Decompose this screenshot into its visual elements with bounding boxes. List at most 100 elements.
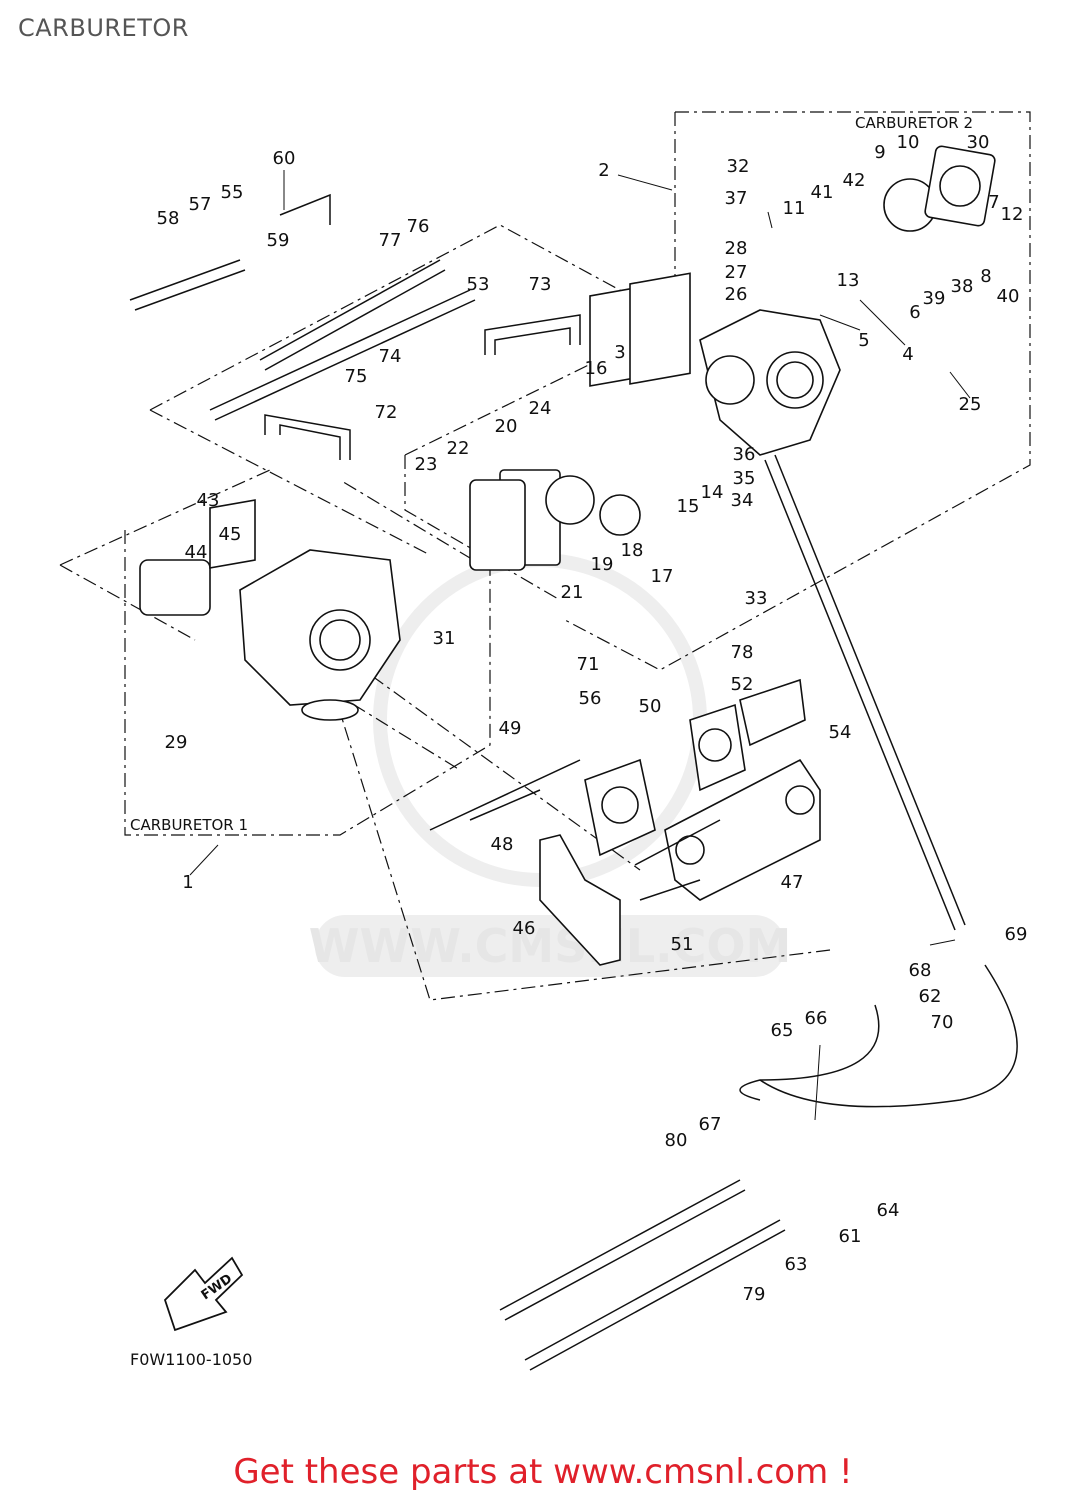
carburetor-2-box	[564, 111, 1031, 671]
callout-6: 6	[909, 302, 920, 323]
callout-80: 80	[665, 1130, 688, 1151]
callout-15: 15	[677, 496, 700, 517]
callout-42: 42	[843, 170, 866, 191]
callout-47: 47	[781, 872, 804, 893]
callout-21: 21	[561, 582, 584, 603]
callout-33: 33	[745, 588, 768, 609]
page-title: CARBURETOR	[18, 14, 189, 42]
callout-23: 23	[415, 454, 438, 475]
callout-44: 44	[185, 542, 208, 563]
callout-55: 55	[221, 182, 244, 203]
callout-38: 38	[951, 276, 974, 297]
callout-53: 53	[467, 274, 490, 295]
callout-61: 61	[839, 1226, 862, 1247]
callout-50: 50	[639, 696, 662, 717]
callout-24: 24	[529, 398, 552, 419]
hose-76	[259, 259, 441, 361]
callout-70: 70	[931, 1012, 954, 1033]
callout-57: 57	[189, 194, 212, 215]
callout-48: 48	[491, 834, 514, 855]
callout-49: 49	[499, 718, 522, 739]
callout-18: 18	[621, 540, 644, 561]
callout-14: 14	[701, 482, 724, 503]
callout-19: 19	[591, 554, 614, 575]
hose-74	[209, 289, 471, 411]
callout-16: 16	[585, 358, 608, 379]
callout-8: 8	[980, 266, 991, 287]
callout-1: 1	[182, 872, 193, 893]
footer-link[interactable]: Get these parts at www.cmsnl.com !	[233, 1452, 853, 1492]
carburetor-2-label: CARBURETOR 2	[855, 114, 973, 132]
hose-67	[499, 1179, 741, 1311]
throttle-rod	[764, 459, 956, 931]
callout-72: 72	[375, 402, 398, 423]
callout-12: 12	[1001, 204, 1024, 225]
callout-32: 32	[727, 156, 750, 177]
callout-20: 20	[495, 416, 518, 437]
callout-68: 68	[909, 960, 932, 981]
manifold-part	[664, 758, 821, 901]
callout-5: 5	[858, 330, 869, 351]
fuel-hose-70	[759, 964, 1018, 1108]
callout-52: 52	[731, 674, 754, 695]
hose-73	[484, 314, 581, 355]
callout-58: 58	[157, 208, 180, 229]
callout-25: 25	[959, 394, 982, 415]
callout-13: 13	[837, 270, 860, 291]
callout-9: 9	[874, 142, 885, 163]
callout-54: 54	[829, 722, 852, 743]
callout-37: 37	[725, 188, 748, 209]
callout-17: 17	[651, 566, 674, 587]
callout-29: 29	[165, 732, 188, 753]
callout-11: 11	[783, 198, 806, 219]
bracket-part	[539, 834, 621, 966]
callout-22: 22	[447, 438, 470, 459]
carburetor-1-label: CARBURETOR 1	[130, 816, 248, 834]
drawing-code: F0W1100-1050	[130, 1350, 253, 1369]
callout-64: 64	[877, 1200, 900, 1221]
callout-63: 63	[785, 1254, 808, 1275]
fwd-arrow: FWD	[163, 1256, 244, 1332]
callout-78: 78	[731, 642, 754, 663]
callout-73: 73	[529, 274, 552, 295]
hose-72	[264, 414, 351, 460]
callout-10: 10	[897, 132, 920, 153]
watermark: WWW.CMSNL.COM	[309, 553, 792, 977]
callout-59: 59	[267, 230, 290, 251]
fuel-hose-66	[739, 1004, 880, 1101]
callout-4: 4	[902, 344, 913, 365]
callout-3: 3	[614, 342, 625, 363]
callout-45: 45	[219, 524, 242, 545]
callout-66: 66	[805, 1008, 828, 1029]
callout-7: 7	[988, 192, 999, 213]
callout-71: 71	[577, 654, 600, 675]
callout-28: 28	[725, 238, 748, 259]
callout-31: 31	[433, 628, 456, 649]
callout-62: 62	[919, 986, 942, 1007]
callout-46: 46	[513, 918, 536, 939]
callout-43: 43	[197, 490, 220, 511]
callout-41: 41	[811, 182, 834, 203]
callout-40: 40	[997, 286, 1020, 307]
carburetor-1-box	[124, 479, 491, 836]
callout-39: 39	[923, 288, 946, 309]
callout-65: 65	[771, 1020, 794, 1041]
callout-56: 56	[579, 688, 602, 709]
callout-36: 36	[733, 444, 756, 465]
callout-79: 79	[743, 1284, 766, 1305]
hose-63	[524, 1219, 781, 1361]
callout-77: 77	[379, 230, 402, 251]
callout-69: 69	[1005, 924, 1028, 945]
watermark-text: WWW.CMSNL.COM	[309, 919, 792, 973]
callout-60: 60	[273, 148, 296, 169]
callout-26: 26	[725, 284, 748, 305]
callout-34: 34	[731, 490, 754, 511]
callout-76: 76	[407, 216, 430, 237]
callout-27: 27	[725, 262, 748, 283]
callout-35: 35	[733, 468, 756, 489]
callout-2: 2	[598, 160, 609, 181]
callout-51: 51	[671, 934, 694, 955]
callout-74: 74	[379, 346, 402, 367]
